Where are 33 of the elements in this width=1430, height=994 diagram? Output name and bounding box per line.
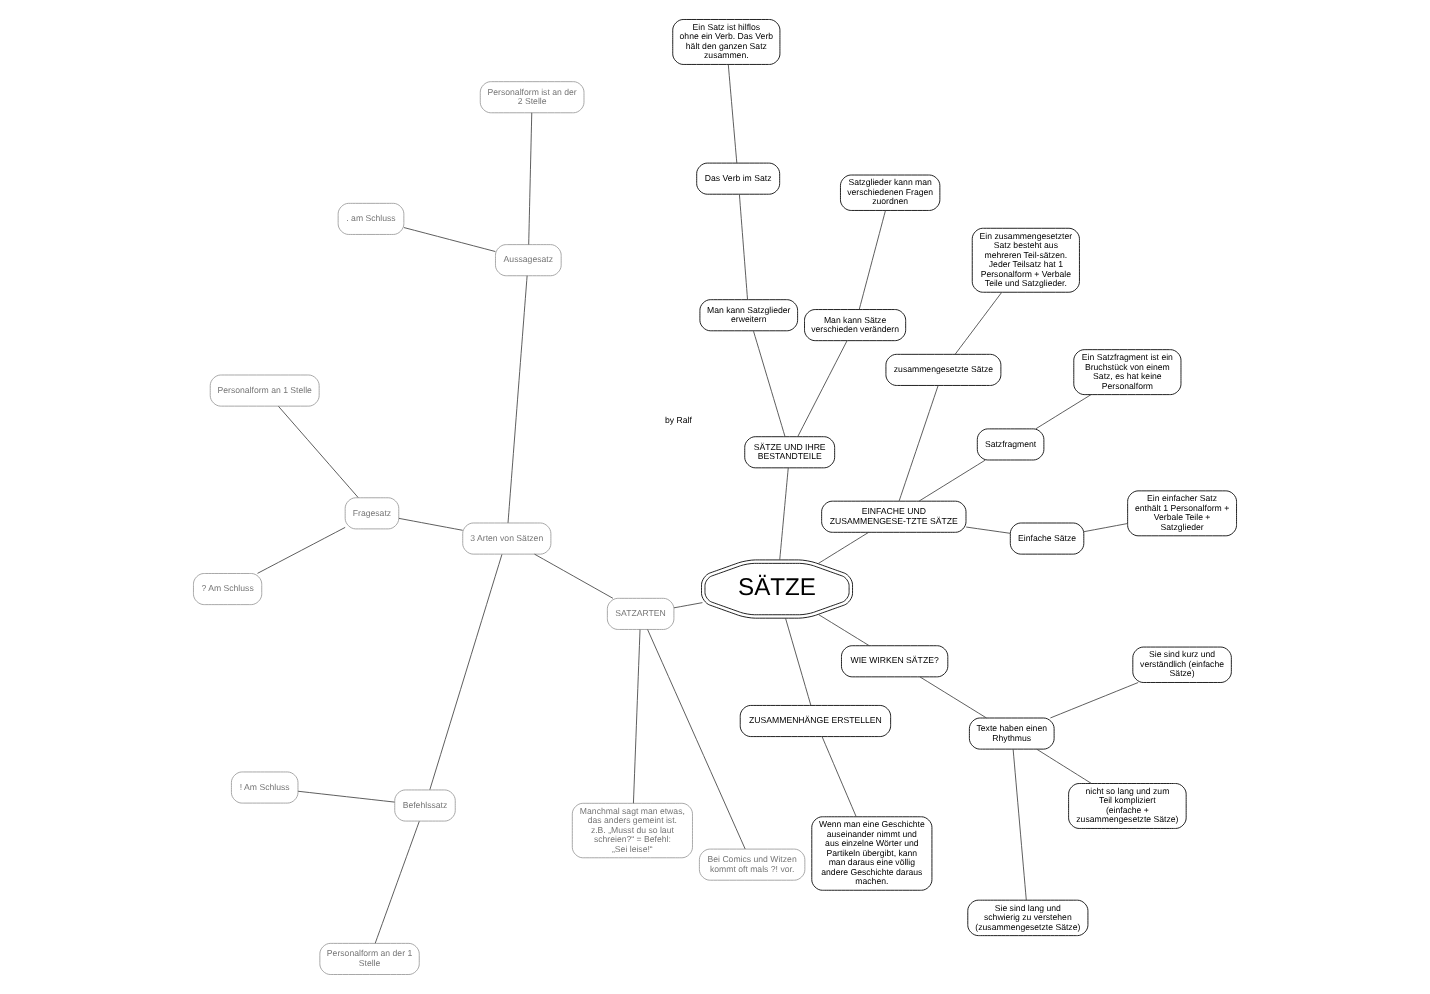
connector [898, 385, 939, 502]
connector [507, 275, 528, 524]
connector [965, 526, 1011, 534]
connector [647, 629, 746, 850]
connector [858, 210, 886, 310]
connector [779, 467, 789, 561]
connector [534, 553, 614, 599]
connector [257, 526, 346, 574]
connector [633, 629, 641, 804]
connector [429, 554, 503, 791]
connector [739, 194, 748, 300]
connector [954, 292, 1003, 355]
connector [1012, 748, 1027, 901]
connector [817, 531, 870, 564]
connector [673, 602, 703, 609]
connector [1036, 748, 1092, 784]
connector [297, 790, 395, 803]
connector [918, 459, 986, 502]
connector [818, 614, 870, 647]
connector [1035, 394, 1092, 430]
connector [374, 820, 420, 944]
connector [821, 736, 857, 817]
connector [727, 64, 738, 164]
connector [797, 340, 848, 438]
connector [278, 405, 359, 498]
connector [1049, 682, 1139, 719]
connector [528, 112, 533, 245]
connector [785, 617, 812, 706]
connector [403, 227, 496, 252]
connector [1083, 523, 1128, 533]
connector [753, 330, 786, 437]
connector [398, 517, 464, 531]
connector [919, 676, 987, 719]
